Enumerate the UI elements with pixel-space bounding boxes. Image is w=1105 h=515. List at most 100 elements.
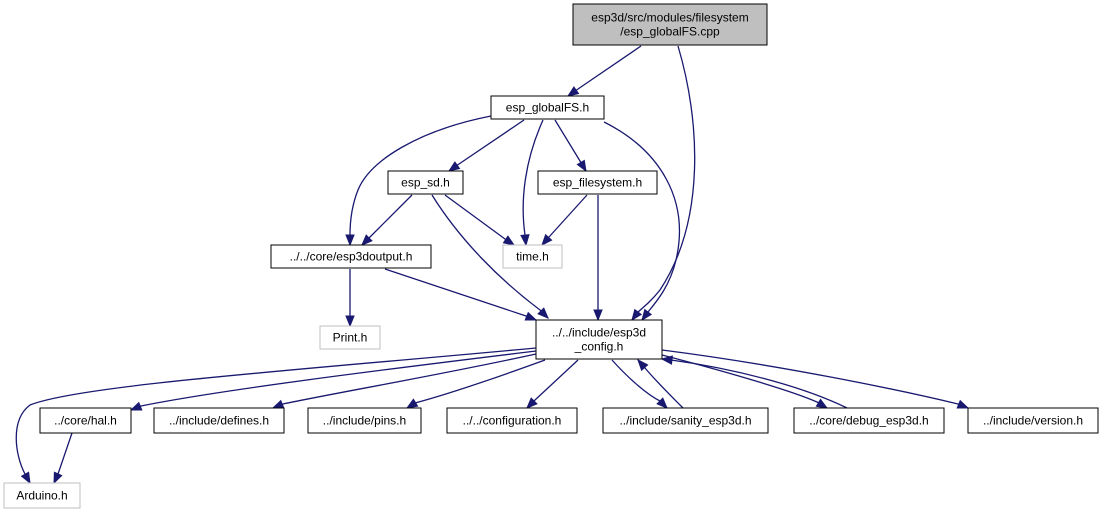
edge-line <box>444 194 515 246</box>
edge-esp3d_config_h-to-configuration_h <box>526 359 579 409</box>
arrow-head <box>520 234 530 247</box>
edge-root-to-esp_globalFS_h <box>566 45 642 97</box>
edge-sanity_h-to-esp3d_config_h <box>637 358 684 409</box>
edges-layer <box>15 45 970 485</box>
node-box[interactable] <box>967 407 1099 434</box>
edge-line <box>661 349 969 409</box>
node-label: ../../configuration.h <box>463 414 562 428</box>
edge-esp3doutput_h-to-print_h <box>345 269 355 328</box>
edge-root-to-esp3d_config_h <box>631 45 696 322</box>
node-label: Arduino.h <box>16 489 67 503</box>
arrow-head <box>593 309 603 322</box>
edge-esp3d_config_h-to-arduino_h <box>15 347 537 485</box>
node-esp-sd-h[interactable]: esp_sd.h <box>387 170 464 195</box>
edge-esp3d_config_h-to-version_h <box>661 349 970 409</box>
node-hal-h[interactable]: ../core/hal.h <box>39 407 132 434</box>
edge-line <box>15 347 537 484</box>
node-box[interactable] <box>446 407 578 434</box>
edge-esp3d_config_h-to-pins_h <box>405 359 546 409</box>
edge-esp3d_config_h-to-debug_h <box>661 354 829 409</box>
node-label: time.h <box>516 250 549 264</box>
node-box[interactable] <box>502 244 563 269</box>
arrow-head <box>271 399 285 409</box>
edge-line <box>526 359 579 409</box>
node-box[interactable] <box>535 319 663 360</box>
arrow-head <box>641 308 653 322</box>
node-print-h[interactable]: Print.h <box>319 325 381 350</box>
node-box[interactable] <box>602 407 769 434</box>
node-configuration-h[interactable]: ../../configuration.h <box>446 407 578 434</box>
node-box[interactable] <box>537 170 658 195</box>
edge-line <box>637 359 684 409</box>
edge-line <box>406 359 546 409</box>
node-box[interactable] <box>572 3 768 46</box>
nodes-layer: esp3d/src/modules/filesystem/esp_globalF… <box>3 3 1099 509</box>
node-esp3doutput-h[interactable]: ../../core/esp3doutput.h <box>270 244 432 269</box>
arrow-head <box>345 234 355 247</box>
node-label: ../../include/esp3d <box>552 326 646 340</box>
node-sanity-h[interactable]: ../include/sanity_esp3d.h <box>602 407 769 434</box>
node-box[interactable] <box>3 482 81 509</box>
edge-esp3d_config_h-to-sanity_h <box>611 359 668 409</box>
node-box[interactable] <box>387 170 464 195</box>
node-box[interactable] <box>307 407 422 434</box>
edge-esp_globalFS_h-to-esp3doutput_h <box>345 115 492 247</box>
edge-esp3d_config_h-to-defines_h <box>271 353 537 409</box>
edge-hal_h-to-arduino_h <box>53 432 73 485</box>
edge-line <box>567 45 642 97</box>
node-label: esp3d/src/modules/filesystem <box>591 11 748 25</box>
node-esp-filesystem-h[interactable]: esp_filesystem.h <box>537 170 658 195</box>
edge-line <box>349 115 492 245</box>
node-debug-h[interactable]: ../core/debug_esp3d.h <box>793 407 945 434</box>
edge-line <box>361 194 413 246</box>
node-label: esp_filesystem.h <box>553 176 642 190</box>
node-pins-h[interactable]: ../include/pins.h <box>307 407 422 434</box>
node-label: Print.h <box>333 331 368 345</box>
edge-debug_h-to-esp3d_config_h <box>660 355 848 409</box>
node-box[interactable] <box>153 407 285 434</box>
edge-esp_globalFS_h-to-esp3d_config_h <box>603 121 681 322</box>
node-label: ../core/hal.h <box>54 414 117 428</box>
node-box[interactable] <box>490 95 605 120</box>
node-box[interactable] <box>319 325 381 350</box>
edge-esp_sd_h-to-esp3d_config_h <box>431 194 549 319</box>
node-esp-globalFS-h[interactable]: esp_globalFS.h <box>490 95 605 120</box>
node-time-h[interactable]: time.h <box>502 244 563 269</box>
arrow-head <box>53 471 63 485</box>
node-defines-h[interactable]: ../include/defines.h <box>153 407 285 434</box>
arrow-head <box>631 308 643 322</box>
node-box[interactable] <box>793 407 945 434</box>
arrow-head <box>361 234 373 246</box>
edge-line <box>130 350 537 411</box>
node-root[interactable]: esp3d/src/modules/filesystem/esp_globalF… <box>572 3 768 46</box>
node-label: ../../core/esp3doutput.h <box>290 250 413 264</box>
node-arduino-h[interactable]: Arduino.h <box>3 482 81 509</box>
arrow-head <box>405 398 419 409</box>
edge-esp_filesystem_h-to-esp3d_config_h <box>593 195 603 322</box>
arrow-head <box>20 471 31 485</box>
arrow-head <box>956 399 970 409</box>
edge-line <box>272 353 537 409</box>
edge-line <box>631 45 696 321</box>
node-box[interactable] <box>39 407 132 434</box>
arrow-head <box>576 159 587 173</box>
edge-line <box>448 119 525 172</box>
node-version-h[interactable]: ../include/version.h <box>967 407 1099 434</box>
node-label: _config.h <box>574 340 624 354</box>
edge-line <box>522 119 544 246</box>
edge-esp_globalFS_h-to-esp_filesystem_h <box>554 119 587 173</box>
edge-line <box>603 121 681 321</box>
arrow-head <box>660 355 673 365</box>
node-label: ../include/version.h <box>983 414 1083 428</box>
arrow-head <box>656 397 668 409</box>
node-label: ../include/sanity_esp3d.h <box>619 414 751 428</box>
node-esp3d-config-h[interactable]: ../../include/esp3d_config.h <box>535 319 663 360</box>
node-label: ../include/pins.h <box>323 414 406 428</box>
node-box[interactable] <box>270 244 432 269</box>
arrow-head <box>815 398 829 409</box>
edge-esp3doutput_h-to-esp3d_config_h <box>384 268 538 321</box>
node-label: esp_globalFS.h <box>506 101 589 115</box>
arrow-head <box>537 307 549 319</box>
edge-line <box>661 358 848 409</box>
